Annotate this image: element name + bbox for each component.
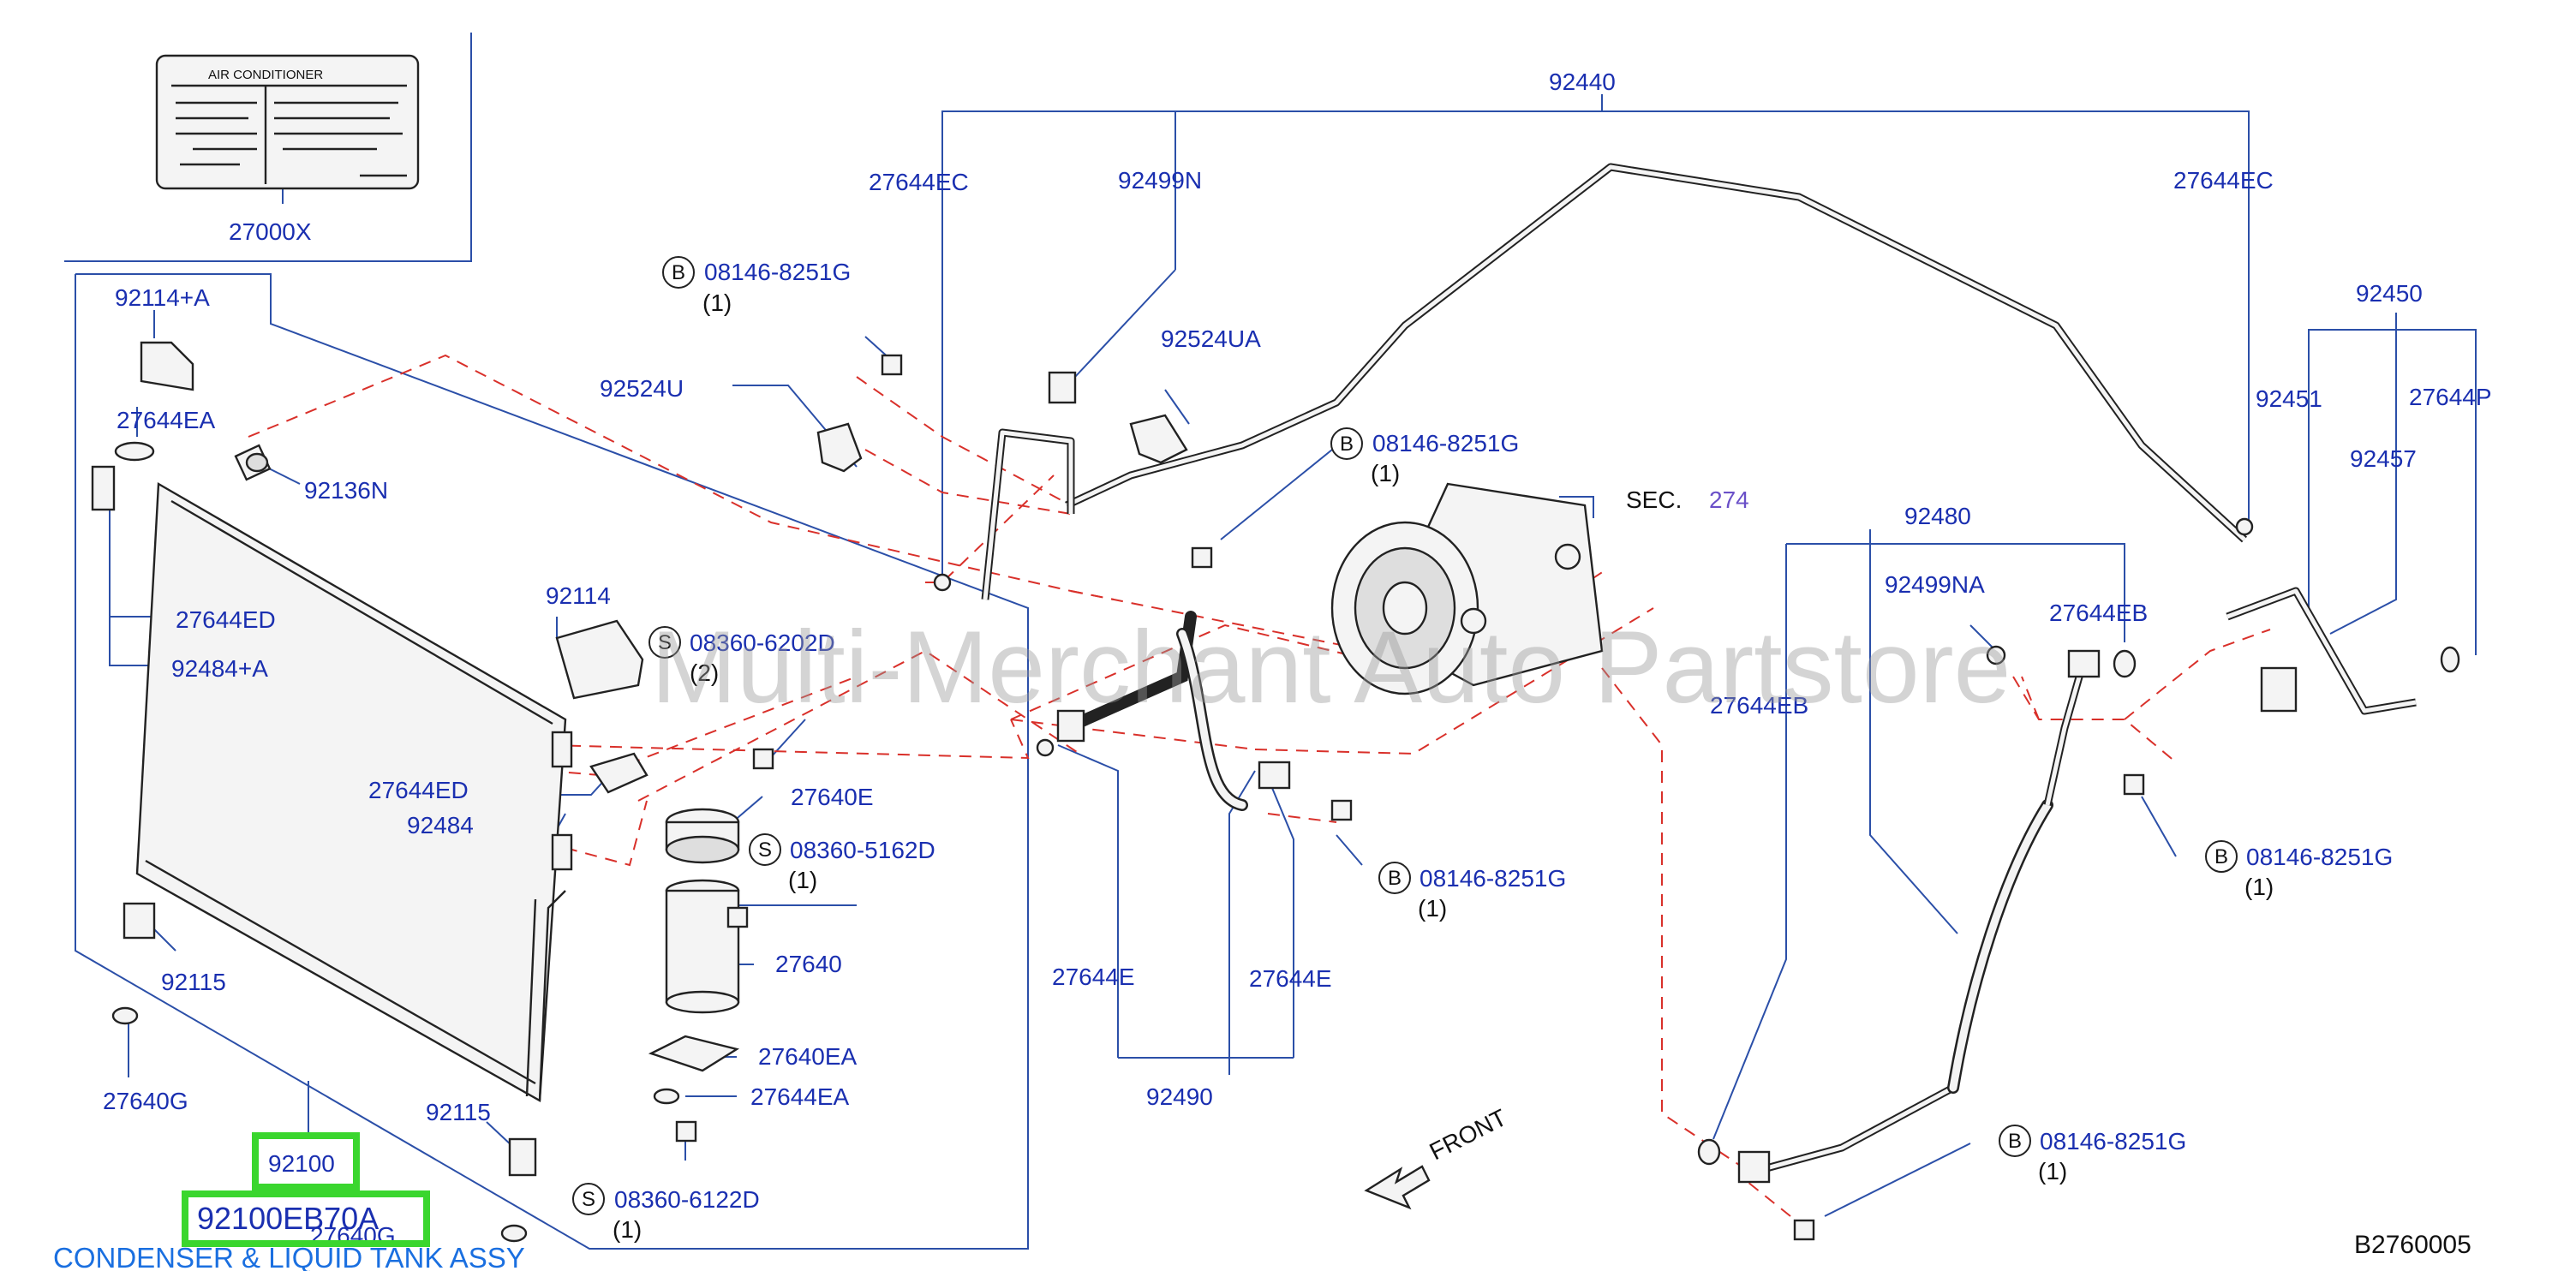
part-label-92451: 92451 xyxy=(2256,385,2322,412)
bracket-92524u xyxy=(816,422,863,473)
bracket-92524ua xyxy=(1129,414,1188,464)
highlight-box-oem-code xyxy=(182,1190,430,1247)
part-label-27644ec: 27644EC xyxy=(2173,167,2274,194)
part-label-27644e-right: 27644E xyxy=(1249,965,1332,992)
highlight-oem-code: 92100EB70A xyxy=(197,1201,379,1236)
compressor-part xyxy=(1330,482,1604,695)
bracket-92115 xyxy=(123,902,537,1177)
figure-code: B2760005 xyxy=(2354,1231,2471,1259)
part-label-27644ea-bottom: 27644EA xyxy=(750,1083,850,1110)
part-label-27640e: 27640E xyxy=(791,784,874,810)
bolt-code: 08146-8251G xyxy=(2040,1128,2186,1155)
part-label-92450: 92450 xyxy=(2356,280,2423,307)
pipe-92440 xyxy=(1065,163,2248,543)
bolt-code: 08146-8251G xyxy=(1419,865,1566,892)
part-label-92524ua: 92524UA xyxy=(1161,325,1261,352)
part-label-92136n: 92136N xyxy=(304,477,388,504)
screw-qty: (1) xyxy=(613,1216,642,1243)
bracket-27640ea xyxy=(648,1035,740,1072)
part-label-92480: 92480 xyxy=(1904,503,1971,529)
bracket-92114 xyxy=(555,619,644,700)
section-number: 274 xyxy=(1709,486,1749,513)
highlight-description: CONDENSER & LIQUID TANK ASSY xyxy=(53,1242,525,1271)
part-label-27640: 27640 xyxy=(775,951,842,977)
part-label-27644e: 27644E xyxy=(1052,964,1135,990)
bolt-qty: (1) xyxy=(1371,460,1400,486)
watermark: Multi-Merchant Auto Partstore xyxy=(651,610,2011,725)
part-label-27644ec: 27644EC xyxy=(869,169,969,195)
bolt-b-marker: B xyxy=(2214,845,2228,868)
part-label-27000x: 27000X xyxy=(229,218,312,245)
bolt-code: 08146-8251G xyxy=(2246,844,2393,870)
flange-92484 xyxy=(589,752,648,794)
sticker-title: AIR CONDITIONER xyxy=(208,68,323,82)
condenser-part xyxy=(91,465,573,1102)
part-label-27644ed: 27644ED xyxy=(176,606,276,633)
screw-s-marker: S xyxy=(658,631,672,654)
bolts-group xyxy=(675,354,2145,1241)
front-label: FRONT xyxy=(1425,1104,1511,1165)
b-markers xyxy=(572,256,2238,1215)
bolt-qty: (1) xyxy=(1418,895,1447,922)
part-label-92484: 92484 xyxy=(407,812,474,838)
bolt-b-marker: B xyxy=(1388,867,1402,890)
screw-s-marker: S xyxy=(758,838,772,862)
oring-27644ea-top xyxy=(114,441,155,462)
pipe-92499n xyxy=(981,371,1077,600)
screw-qty: (2) xyxy=(690,659,719,686)
bolt-b-marker: B xyxy=(2008,1130,2022,1153)
bolt-qty: (1) xyxy=(702,289,732,316)
part-label-92115: 92115 xyxy=(161,969,226,995)
section-prefix: SEC. xyxy=(1626,486,1682,513)
screw-qty: (1) xyxy=(788,867,817,893)
front-arrow xyxy=(1364,1165,1431,1210)
clamp-27640e xyxy=(665,808,740,864)
ac-sticker xyxy=(155,54,420,190)
bolt-qty: (1) xyxy=(2244,874,2274,900)
part-label-92499na: 92499NA xyxy=(1885,571,1985,598)
highlight-box-part-number xyxy=(252,1132,360,1190)
part-label-92115-right: 92115 xyxy=(426,1099,491,1125)
part-label-92499n: 92499N xyxy=(1118,167,1202,194)
part-label-27644eb-left: 27644EB xyxy=(1710,692,1808,719)
orings-small xyxy=(933,517,2254,1166)
screw-s-marker: S xyxy=(582,1188,595,1211)
bolt-qty: (1) xyxy=(2038,1158,2067,1184)
screw-code: 08360-6122D xyxy=(614,1186,760,1213)
highlight-part-number: 92100 xyxy=(268,1150,335,1177)
oring-27644ea-bottom xyxy=(653,1088,680,1105)
part-label-27644p: 27644P xyxy=(2409,384,2492,410)
part-label-92457: 92457 xyxy=(2350,445,2417,472)
part-label-27644eb: 27644EB xyxy=(2049,600,2148,626)
bracket-92114a xyxy=(140,341,194,391)
part-label-92490: 92490 xyxy=(1146,1083,1213,1110)
part-label-27644ed-mid: 27644ED xyxy=(368,777,469,803)
part-label-27640ea: 27640EA xyxy=(758,1043,858,1070)
part-label-92114: 92114 xyxy=(546,582,611,609)
pipe-92450 xyxy=(2226,587,2460,715)
bolt-code: 08146-8251G xyxy=(1372,430,1519,456)
part-label-92114a: 92114+A xyxy=(115,284,210,311)
bolt-code: 08146-8251G xyxy=(704,259,851,285)
hose-92480 xyxy=(1737,649,2101,1184)
part-label-27640g: 27640G xyxy=(103,1088,188,1114)
bolt-b-marker: B xyxy=(672,261,685,284)
part-label-92440: 92440 xyxy=(1549,69,1616,95)
screw-code: 08360-6202D xyxy=(690,630,835,656)
plug-27640g xyxy=(111,1006,528,1243)
switch-92136n xyxy=(234,444,272,481)
receiver-tank-27640 xyxy=(665,879,740,1014)
screw-code: 08360-5162D xyxy=(790,837,935,863)
part-label-92524u: 92524U xyxy=(600,375,684,402)
bolt-b-marker: B xyxy=(1340,433,1354,456)
part-label-27644ea: 27644EA xyxy=(117,407,216,433)
hose-92490 xyxy=(1056,611,1291,811)
part-label-92484a: 92484+A xyxy=(171,655,268,682)
